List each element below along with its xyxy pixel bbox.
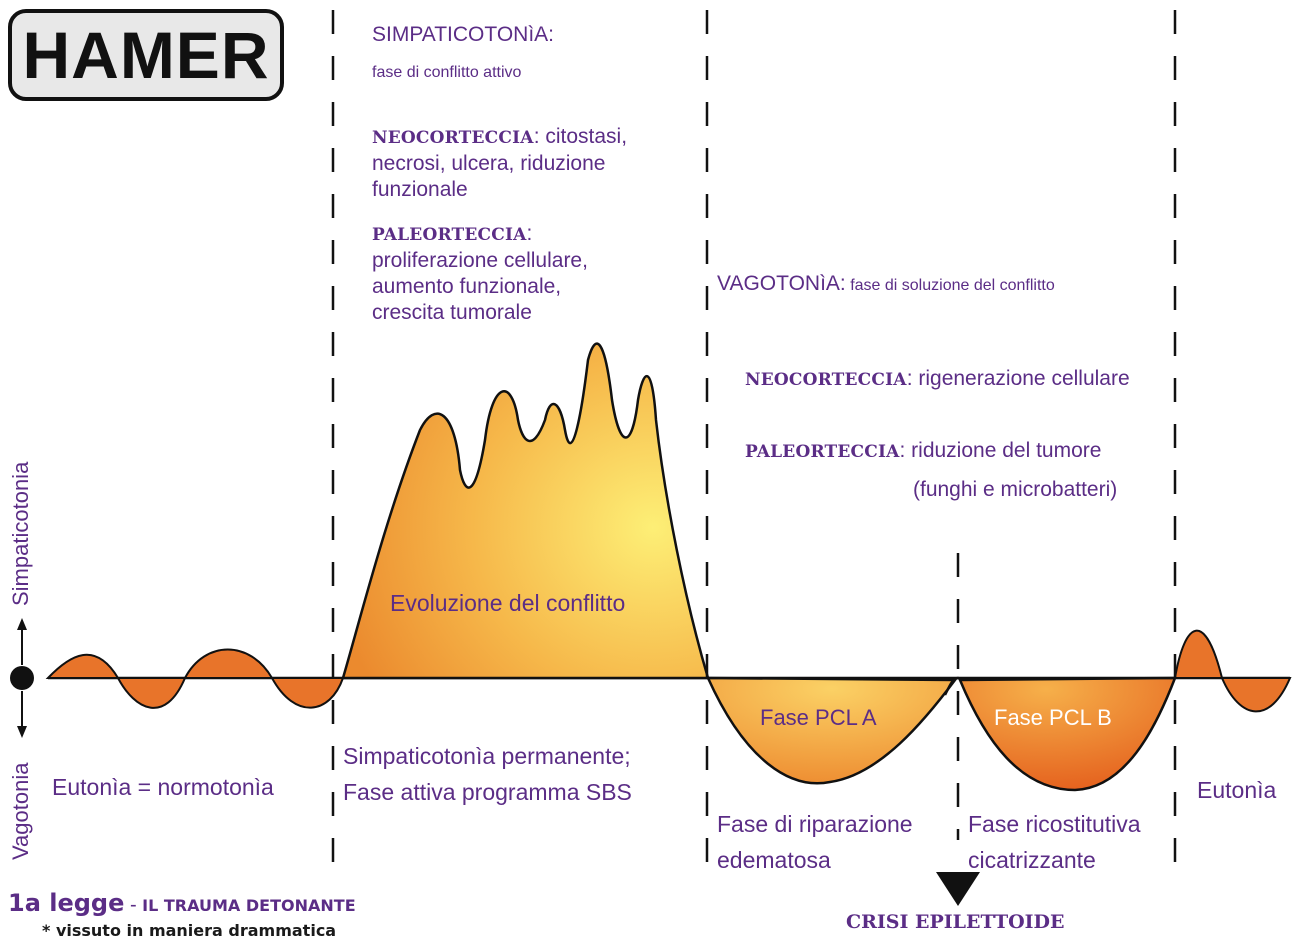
ricostitutiva-2: cicatrizzante bbox=[968, 847, 1096, 873]
simpatico-perm-1: Simpaticotonìa permanente; bbox=[343, 743, 631, 769]
vago-neo-text: : rigenerazione cellulare bbox=[906, 367, 1130, 390]
paleo-label: PALEORTECCIA bbox=[372, 225, 527, 245]
law-number: 1a legge bbox=[8, 889, 125, 917]
conflict-curve bbox=[341, 342, 710, 680]
axis-label-simpaticotonia: Simpaticotonia bbox=[8, 461, 33, 606]
pcl-a-curve bbox=[706, 676, 958, 785]
neo-label: NEOCORTECCIA bbox=[372, 128, 534, 148]
simpaticotonia-heading: SIMPATICOTONìA: bbox=[372, 23, 555, 46]
pcl-a-label: Fase PCL A bbox=[760, 705, 877, 730]
eutonia-wave-left-3 bbox=[183, 648, 274, 679]
eutonia-left-label: Eutonìa = normotonìa bbox=[52, 774, 274, 800]
law-note: * vissuto in maniera drammatica bbox=[42, 921, 337, 940]
ricostitutiva-1: Fase ricostitutiva bbox=[968, 811, 1141, 837]
paleo-text-1: proliferazione cellulare, bbox=[372, 249, 588, 272]
riparazione-1: Fase di riparazione bbox=[717, 811, 913, 837]
vagotonia-subheading: fase di soluzione del conflitto bbox=[845, 277, 1055, 294]
eutonia-wave-left-4 bbox=[270, 677, 345, 709]
neo-text-2: necrosi, ulcera, riduzione bbox=[372, 152, 606, 175]
paleo-text-2: aumento funzionale, bbox=[372, 275, 562, 298]
simpaticotonia-neo: NEOCORTECCIA: citostasi, necrosi, ulcera… bbox=[372, 124, 627, 203]
law-dash: - bbox=[124, 894, 143, 916]
crisis-triangle-icon bbox=[936, 872, 980, 906]
vago-paleo-text: : riduzione del tumore bbox=[899, 439, 1102, 462]
simpaticotonia-subheading: fase di conflitto attivo bbox=[372, 64, 522, 81]
axis-up-arrow-icon bbox=[17, 618, 27, 630]
vagotonia-neo: NEOCORTECCIA: rigenerazione cellulare bbox=[745, 367, 1130, 391]
pcl-b-label: Fase PCL B bbox=[994, 705, 1112, 730]
hamer-logo: HAMER bbox=[8, 9, 284, 101]
law-title: IL TRAUMA DETONANTE bbox=[142, 896, 356, 915]
paleo-text-3: crescita tumorale bbox=[372, 301, 532, 324]
simpaticotonia-paleo: PALEORTECCIA: proliferazione cellulare, … bbox=[372, 221, 588, 326]
hamer-logo-text: HAMER bbox=[22, 18, 270, 92]
pcl-b-curve bbox=[958, 676, 1177, 792]
eutonia-right-label: Eutonìa bbox=[1197, 777, 1277, 803]
neo-text-1: : citostasi, bbox=[533, 125, 628, 148]
vagotonia-paleo: PALEORTECCIA: riduzione del tumore bbox=[745, 439, 1101, 463]
eutonia-wave-left-1 bbox=[45, 653, 120, 679]
conflict-label: Evoluzione del conflitto bbox=[390, 590, 626, 616]
riparazione-2: edematosa bbox=[717, 847, 831, 873]
axis-label-vagotonia: Vagotonia bbox=[8, 762, 33, 860]
vago-neo-label: NEOCORTECCIA bbox=[745, 370, 907, 390]
simpatico-perm-2: Fase attiva programma SBS bbox=[343, 779, 632, 805]
axis-origin-dot bbox=[10, 666, 34, 690]
law-heading: 1a legge - IL TRAUMA DETONANTE bbox=[8, 889, 356, 917]
axis-down-arrow-icon bbox=[17, 726, 27, 738]
paleo-colon: : bbox=[526, 222, 533, 245]
vagotonia-paleo-2: (funghi e microbatteri) bbox=[913, 478, 1118, 501]
crisis-label: CRISI EPILETTOIDE bbox=[846, 911, 1065, 933]
eutonia-wave-left-2 bbox=[116, 677, 187, 709]
simpatico-permanente-label: Simpaticotonìa permanente; Fase attiva p… bbox=[343, 738, 632, 810]
riparazione-label: Fase di riparazione edematosa bbox=[717, 806, 913, 878]
vago-paleo-label: PALEORTECCIA bbox=[745, 442, 900, 462]
eutonia-wave-right-2 bbox=[1220, 677, 1292, 713]
vagotonia-heading: VAGOTONìA: bbox=[717, 272, 846, 295]
ricostitutiva-label: Fase ricostitutiva cicatrizzante bbox=[968, 806, 1141, 878]
neo-text-3: funzionale bbox=[372, 178, 468, 201]
vagotonia-heading-line: VAGOTONìA: fase di soluzione del conflit… bbox=[717, 272, 1055, 296]
eutonia-wave-right-1 bbox=[1173, 629, 1224, 679]
